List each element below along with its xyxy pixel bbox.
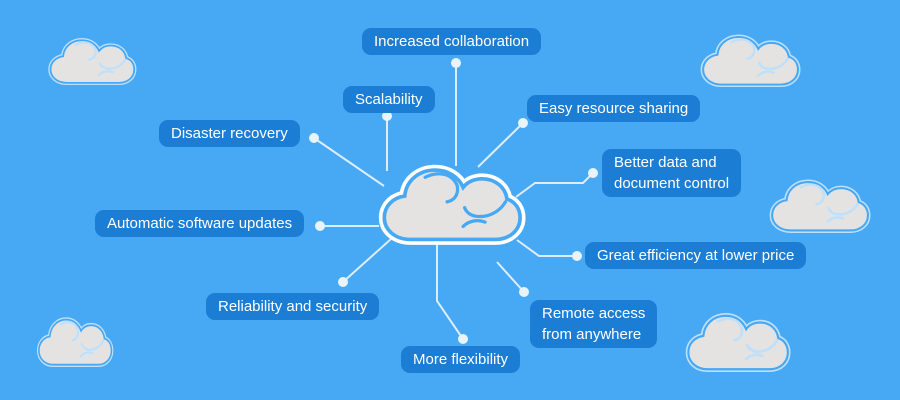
cloud-icon bbox=[772, 182, 868, 230]
connector-dot bbox=[309, 133, 319, 143]
connector-dot bbox=[572, 251, 582, 261]
connector-dot bbox=[338, 277, 348, 287]
connector-line bbox=[313, 137, 385, 187]
connector-dot bbox=[518, 118, 528, 128]
benefit-label-remote-access-anywhere: Remote access from anywhere bbox=[530, 300, 658, 348]
connector-dot bbox=[588, 168, 598, 178]
benefit-label-disaster-recovery: Disaster recovery bbox=[159, 120, 300, 147]
connector-dot bbox=[315, 221, 325, 231]
cloud-icon bbox=[39, 320, 112, 365]
cloud-icon bbox=[688, 316, 788, 369]
connector-line bbox=[342, 238, 392, 283]
connector-dots bbox=[309, 58, 598, 344]
benefit-label-more-flexibility: More flexibility bbox=[401, 346, 521, 373]
connector-line bbox=[515, 172, 594, 198]
connector-lines bbox=[313, 63, 594, 340]
benefit-label-scalability: Scalability bbox=[343, 86, 435, 113]
cloud-icon bbox=[51, 40, 135, 83]
connector-dot bbox=[519, 287, 529, 297]
benefit-label-better-data-document-control: Better data and document control bbox=[602, 149, 742, 197]
connector-dot bbox=[382, 111, 392, 121]
benefit-label-easy-resource-sharing: Easy resource sharing bbox=[527, 95, 701, 122]
central-cloud-icon bbox=[384, 170, 520, 239]
connector-line bbox=[477, 122, 524, 168]
benefit-label-reliability-and-security: Reliability and security bbox=[206, 293, 380, 320]
connector-line bbox=[496, 261, 525, 293]
benefit-label-great-efficiency-lower-price: Great efficiency at lower price bbox=[585, 242, 807, 269]
benefit-label-automatic-software-updates: Automatic software updates bbox=[95, 210, 305, 237]
connector-line bbox=[436, 244, 464, 340]
connector-dot bbox=[458, 334, 468, 344]
connector-line bbox=[516, 239, 577, 257]
benefit-label-increased-collaboration: Increased collaboration bbox=[362, 28, 542, 55]
cloud-icon bbox=[703, 37, 798, 85]
connector-dot bbox=[451, 58, 461, 68]
